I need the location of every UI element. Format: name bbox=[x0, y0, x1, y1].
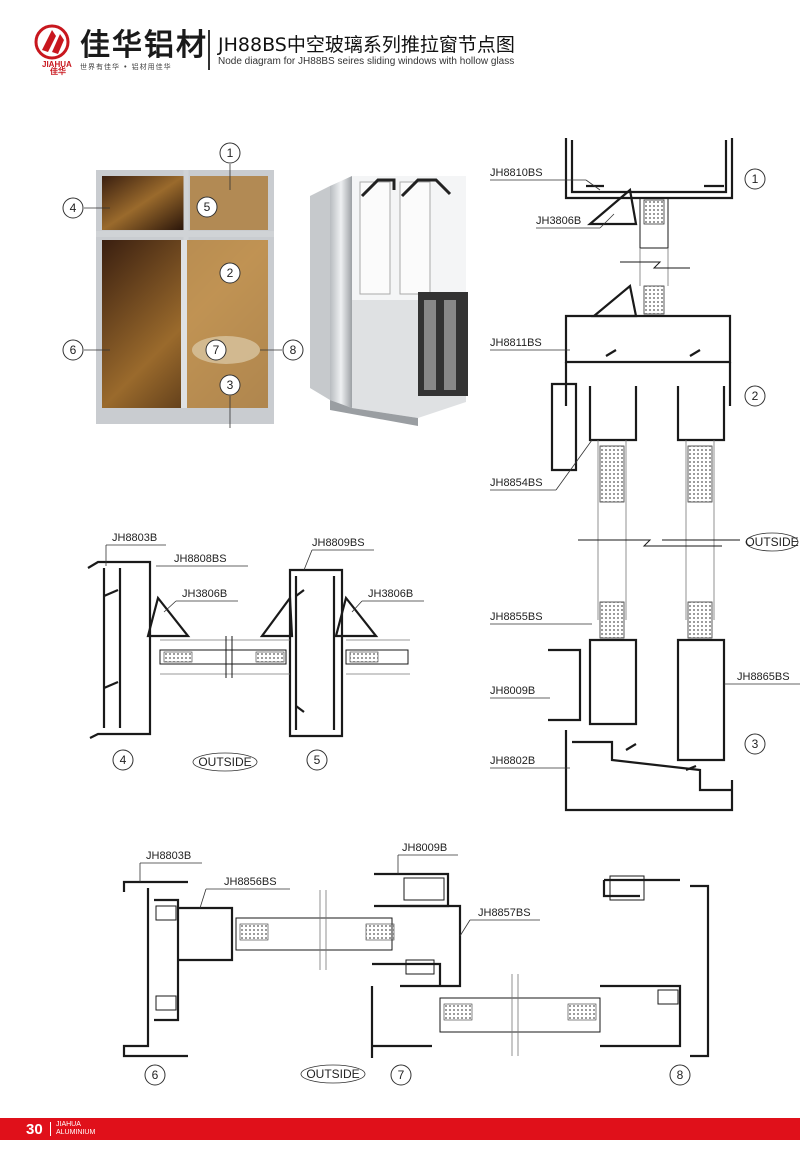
label-jh8855bs: JH8855BS bbox=[490, 611, 543, 623]
callout-2: 2 bbox=[227, 266, 234, 280]
bottom-horizontal-section bbox=[122, 872, 710, 1058]
callout-4: 4 bbox=[70, 201, 77, 215]
window-photo bbox=[96, 170, 274, 424]
label-jh8854bs: JH8854BS bbox=[490, 477, 543, 489]
label-jh8809bs: JH8809BS bbox=[312, 537, 365, 549]
page-header: 佳华铝材 JIAHUA 佳华 世界有佳华 • 铝材用佳华 JH88BS中空玻璃系… bbox=[0, 0, 800, 80]
footer-brand: JIAHUA ALUMINIUM bbox=[56, 1121, 95, 1137]
label-jh8009b-right: JH8009B bbox=[490, 685, 535, 697]
outside-label-right: OUTSIDE bbox=[745, 535, 798, 549]
outside-label-bottom: OUTSIDE bbox=[306, 1067, 359, 1081]
section-number-7: 7 bbox=[398, 1068, 405, 1082]
page-subtitle: Node diagram for JH88BS seires sliding w… bbox=[218, 56, 515, 67]
label-jh8808bs: JH8808BS bbox=[174, 553, 227, 565]
label-jh3806b-mid: JH3806B bbox=[368, 588, 413, 600]
label-jh8857bs: JH8857BS bbox=[478, 907, 531, 919]
label-jh8802b: JH8802B bbox=[490, 755, 535, 767]
callout-5: 5 bbox=[204, 200, 211, 214]
brand-slogan: 世界有佳华 • 铝材用佳华 bbox=[80, 63, 172, 71]
page-title: JH88BS中空玻璃系列推拉窗节点图 bbox=[218, 34, 515, 56]
callout-8: 8 bbox=[290, 343, 297, 357]
section-number-8: 8 bbox=[677, 1068, 684, 1082]
label-jh8803b-bottom: JH8803B bbox=[146, 850, 191, 862]
label-jh8865bs: JH8865BS bbox=[737, 671, 790, 683]
brand-name-small: 佳华 bbox=[50, 67, 66, 76]
section-number-2: 2 bbox=[752, 389, 759, 403]
section-number-4: 4 bbox=[120, 753, 127, 767]
bottom-section-labels: JH8803B JH8856BS JH8009B JH8857BS 6 OUTS… bbox=[139, 842, 691, 1086]
footer-divider bbox=[50, 1122, 51, 1136]
label-jh3806b-right: JH3806B bbox=[536, 215, 581, 227]
right-section-labels: JH8810BS JH3806B JH8811BS JH8854BS JH885… bbox=[490, 167, 800, 769]
window-callouts: 1 4 5 2 6 7 8 3 bbox=[62, 142, 304, 428]
header-divider bbox=[208, 30, 210, 70]
page-number: 30 bbox=[26, 1121, 43, 1138]
brand-name: 佳华铝材 bbox=[80, 28, 208, 63]
brand-name-en: JIAHUA bbox=[42, 60, 72, 69]
label-jh8009b-bottom: JH8009B bbox=[402, 842, 447, 854]
profile-3d-render bbox=[310, 176, 468, 426]
outside-label-left: OUTSIDE bbox=[198, 755, 251, 769]
footer-brand-line1: JIAHUA bbox=[56, 1121, 81, 1128]
footer-brand-line2: ALUMINIUM bbox=[56, 1129, 96, 1136]
right-vertical-section bbox=[548, 138, 740, 812]
label-jh8811bs: JH8811BS bbox=[490, 337, 542, 349]
jiahua-logo-icon bbox=[34, 24, 70, 60]
left-section-labels: JH8803B JH8808BS JH3806B JH8809BS JH3806… bbox=[105, 532, 424, 772]
section-number-6: 6 bbox=[152, 1068, 159, 1082]
label-jh3806b-left: JH3806B bbox=[182, 588, 227, 600]
section-number-1: 1 bbox=[752, 172, 759, 186]
label-jh8810bs: JH8810BS bbox=[490, 167, 543, 179]
section-number-3: 3 bbox=[752, 737, 759, 751]
page-footer: 30 JIAHUA ALUMINIUM bbox=[0, 1118, 800, 1140]
section-number-5: 5 bbox=[314, 753, 321, 767]
label-jh8803b-left: JH8803B bbox=[112, 532, 157, 544]
callout-1: 1 bbox=[227, 146, 234, 160]
node-diagram: 1 4 5 2 6 7 8 3 bbox=[62, 138, 800, 1086]
callout-7: 7 bbox=[213, 343, 220, 357]
label-jh8856bs: JH8856BS bbox=[224, 876, 277, 888]
left-horizontal-section bbox=[87, 560, 410, 739]
callout-6: 6 bbox=[70, 343, 77, 357]
callout-3: 3 bbox=[227, 378, 234, 392]
